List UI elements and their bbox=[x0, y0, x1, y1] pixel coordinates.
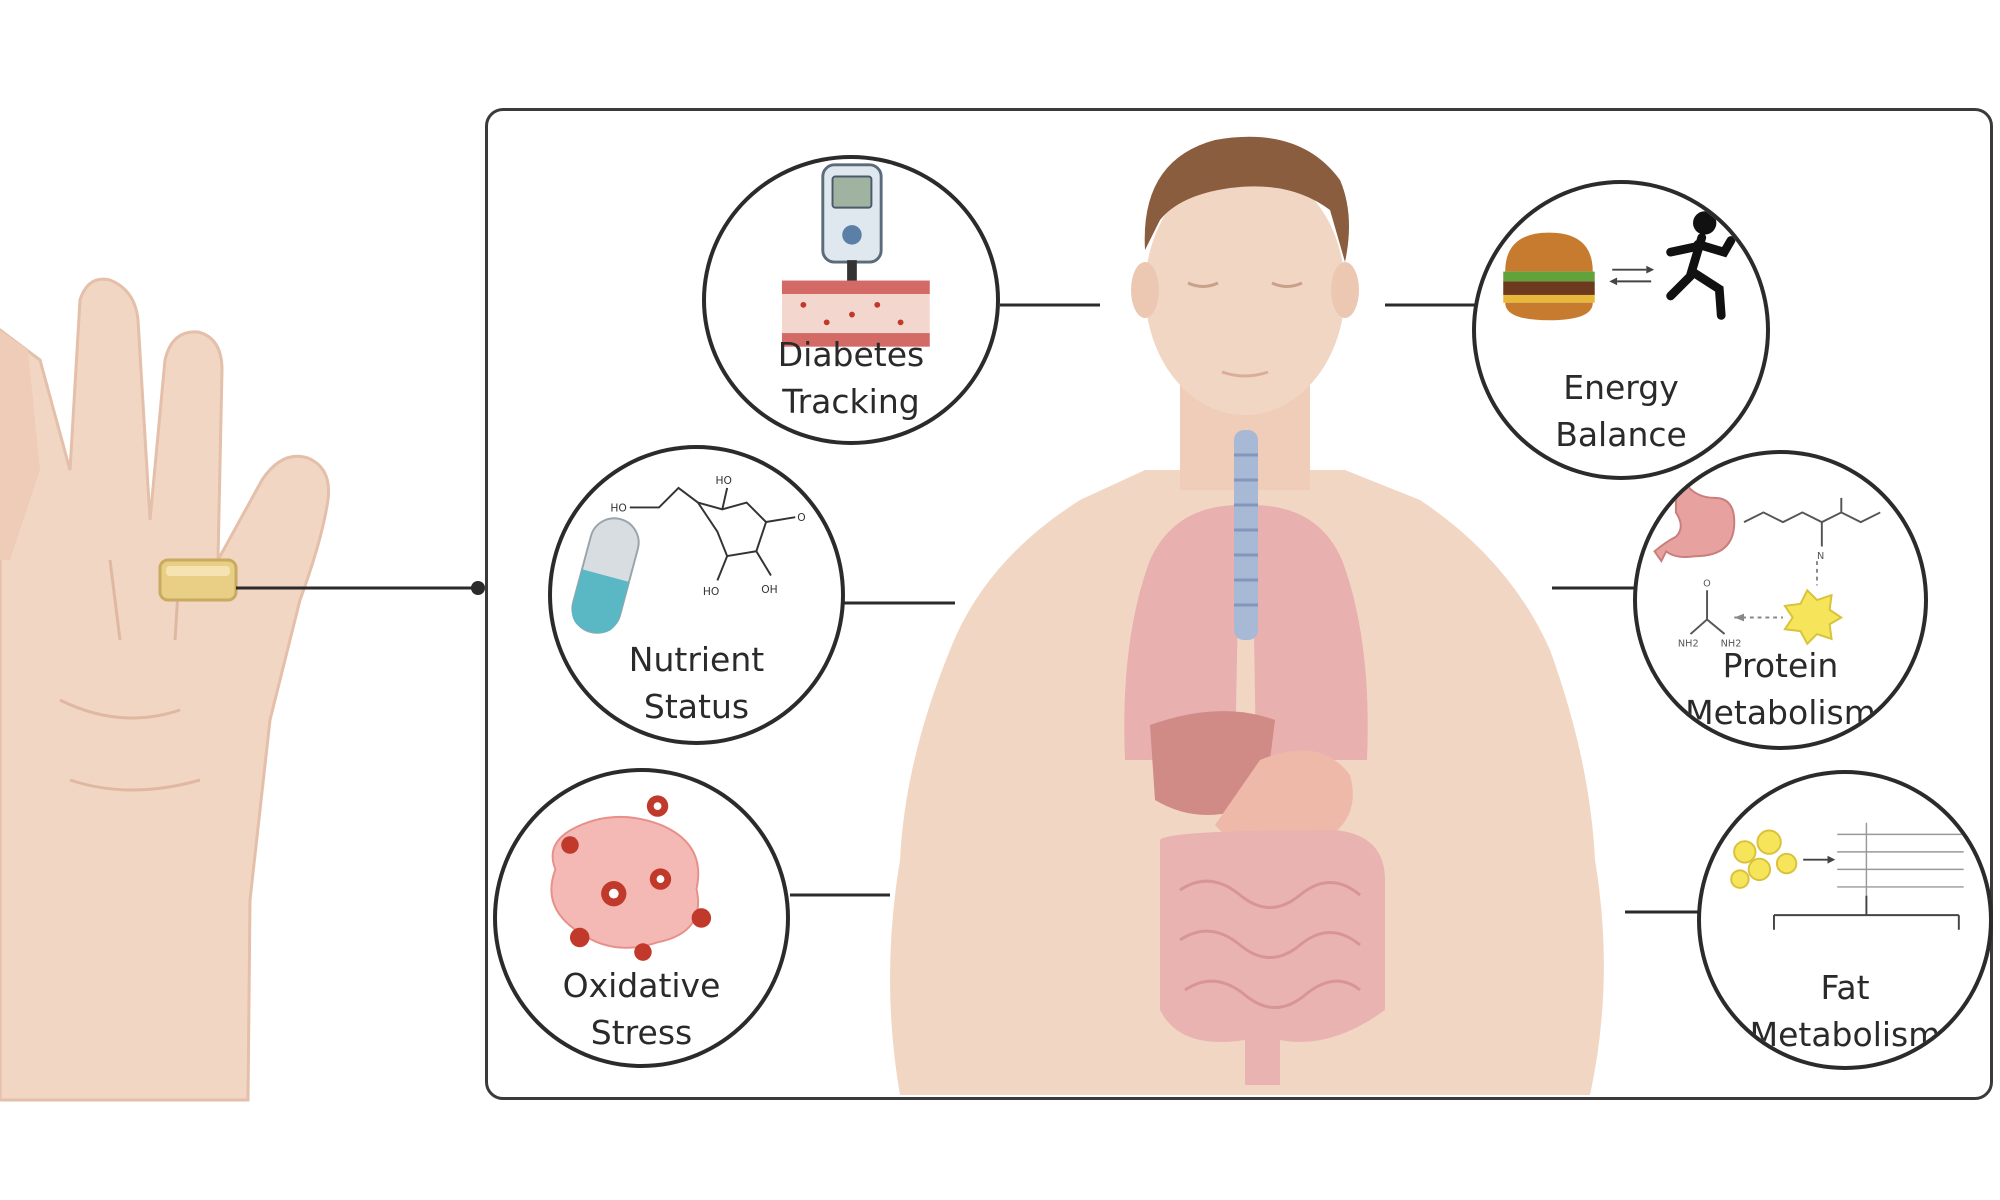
hand-illustration bbox=[0, 277, 331, 1102]
svg-text:O: O bbox=[797, 511, 805, 524]
svg-text:HO: HO bbox=[610, 501, 626, 514]
energy-balance-circle: Energy Balance bbox=[1472, 180, 1770, 480]
stomach-amino-icon: N O NH2 NH2 bbox=[1653, 482, 1881, 650]
svg-text:N: N bbox=[1817, 551, 1824, 562]
svg-text:HO: HO bbox=[715, 474, 731, 487]
glucose-meter-icon bbox=[781, 163, 930, 347]
capsule-molecule-icon: HO HO O HO OH bbox=[571, 474, 806, 634]
connector-dot bbox=[471, 581, 485, 595]
diabetes-tracking-circle: Diabetes Tracking bbox=[702, 155, 1000, 445]
ring-icon bbox=[158, 558, 238, 602]
energy-label-line2: Balance bbox=[1555, 415, 1687, 454]
oxidative-label-line2: Stress bbox=[590, 1013, 693, 1052]
svg-text:NH2: NH2 bbox=[1721, 639, 1742, 650]
oxidized-cell-icon bbox=[550, 795, 712, 961]
nutrient-label-line1: Nutrient bbox=[628, 640, 765, 679]
nutrient-status-circle: HO HO O HO OH Nutrient Status bbox=[548, 445, 845, 745]
protein-label-line2: Metabolism bbox=[1685, 693, 1876, 732]
diabetes-label-line1: Diabetes bbox=[777, 335, 925, 374]
svg-text:HO: HO bbox=[703, 585, 719, 598]
burger-runner-icon bbox=[1503, 211, 1736, 321]
svg-text:OH: OH bbox=[761, 583, 777, 596]
oxidative-label-line1: Oxidative bbox=[562, 966, 721, 1005]
nutrient-label-line2: Status bbox=[643, 687, 750, 726]
fat-label-line1: Fat bbox=[1820, 968, 1870, 1007]
svg-text:O: O bbox=[1703, 578, 1711, 589]
protein-metabolism-circle: N O NH2 NH2 Protein Metabolism bbox=[1633, 450, 1928, 750]
fat-metabolism-circle: Fat Metabolism bbox=[1697, 770, 1993, 1070]
protein-label-line1: Protein bbox=[1722, 646, 1839, 685]
svg-text:NH2: NH2 bbox=[1678, 639, 1699, 650]
fat-cells-pathway-icon bbox=[1730, 822, 1964, 930]
diabetes-label-line2: Tracking bbox=[782, 382, 920, 421]
free-radicals bbox=[561, 795, 712, 961]
oxidative-stress-circle: Oxidative Stress bbox=[493, 768, 790, 1068]
energy-label-line1: Energy bbox=[1563, 368, 1679, 407]
fat-label-line2: Metabolism bbox=[1749, 1015, 1941, 1054]
